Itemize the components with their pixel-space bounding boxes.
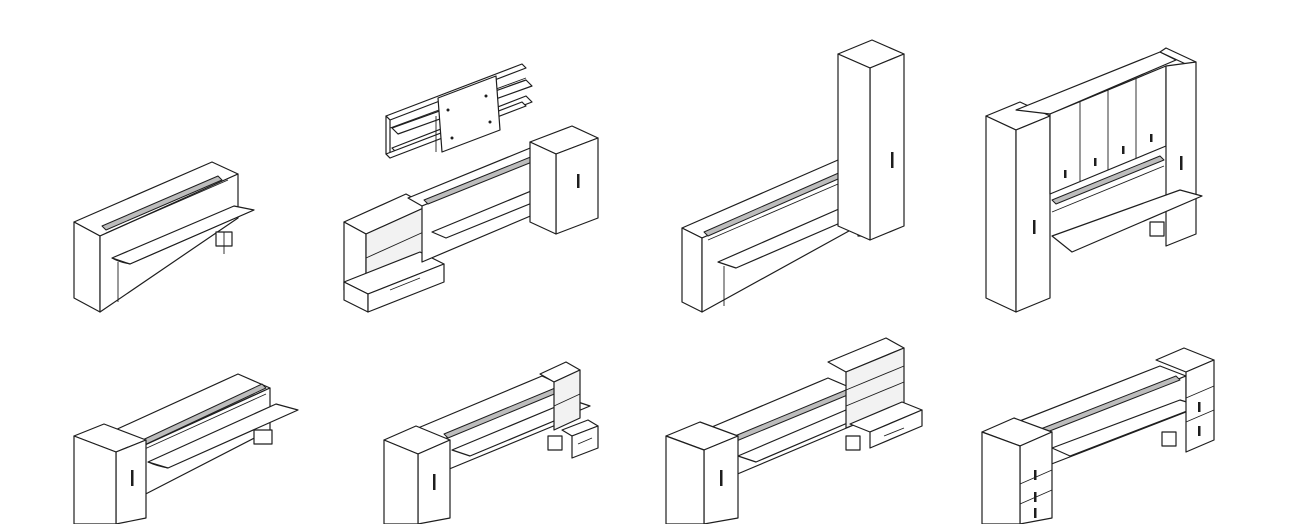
config-desk-bed-with-bookcase-shelves-and-wardrobe — [343, 63, 599, 313]
config-desk-bed-with-side-cabinet — [73, 373, 299, 524]
config-desk-bed-with-cabinet-and-shelving — [665, 337, 923, 524]
config-desk-bed-with-bridge-wardrobe — [985, 47, 1203, 313]
config-desk-bed-with-cabinet-and-drawer-chest — [981, 347, 1215, 524]
config-desk-bed-with-tall-wardrobe — [681, 39, 905, 313]
config-desk-bed-basic — [73, 161, 255, 313]
config-desk-bed-with-cabinet-and-drawer-unit — [383, 361, 599, 524]
